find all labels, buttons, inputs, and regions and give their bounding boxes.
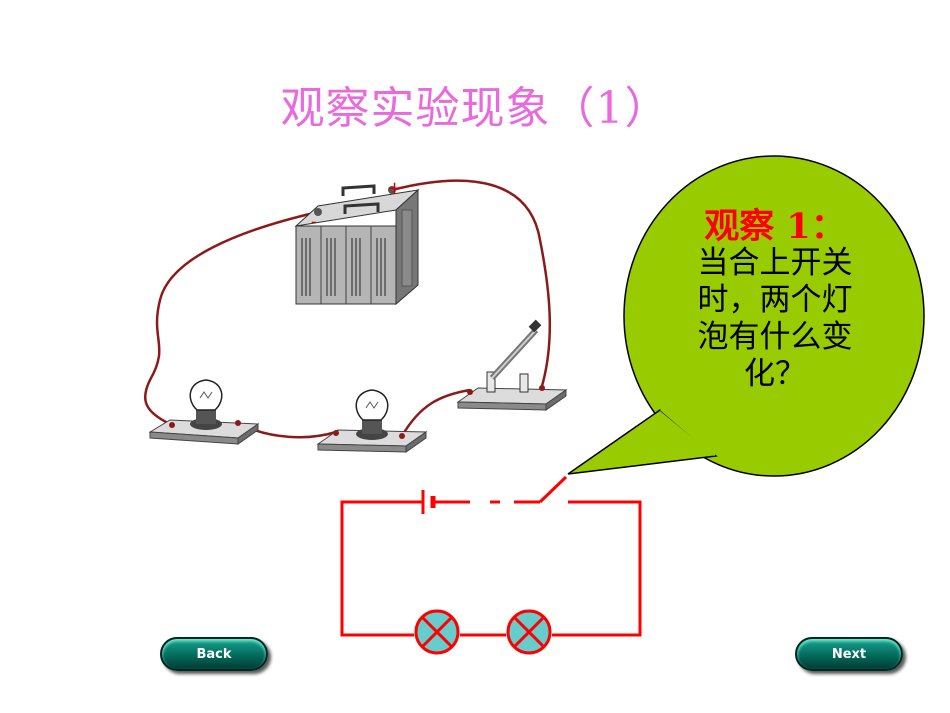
battery-plus-label: +: [387, 178, 402, 199]
battery-icon: - +: [294, 178, 420, 306]
callout-bubble: [567, 155, 925, 477]
back-button[interactable]: Back: [160, 637, 268, 671]
slide-title: 观察实验现象（1）: [280, 83, 670, 134]
circuit-wires: [144, 179, 552, 439]
callout-heading: 观察 1：: [704, 206, 846, 247]
callout-line: 当合上开关: [697, 245, 853, 281]
circuit-schematic: [340, 475, 642, 655]
battery-minus-label: -: [311, 212, 317, 231]
switch-icon: [456, 319, 568, 411]
next-button[interactable]: Next: [795, 637, 903, 671]
lamp-symbol-icon: [414, 609, 460, 655]
callout-line: 泡有什么变: [697, 319, 853, 355]
callout-line: 时，两个灯: [697, 282, 853, 318]
bulb-icon: [316, 389, 428, 453]
callout-line: 化？: [744, 356, 806, 392]
lamp-symbol-icon: [506, 609, 552, 655]
callout-text: 观察 1： 当合上开关 时，两个灯 泡有什么变 化？: [670, 208, 880, 393]
bulb-icon: [148, 379, 260, 445]
